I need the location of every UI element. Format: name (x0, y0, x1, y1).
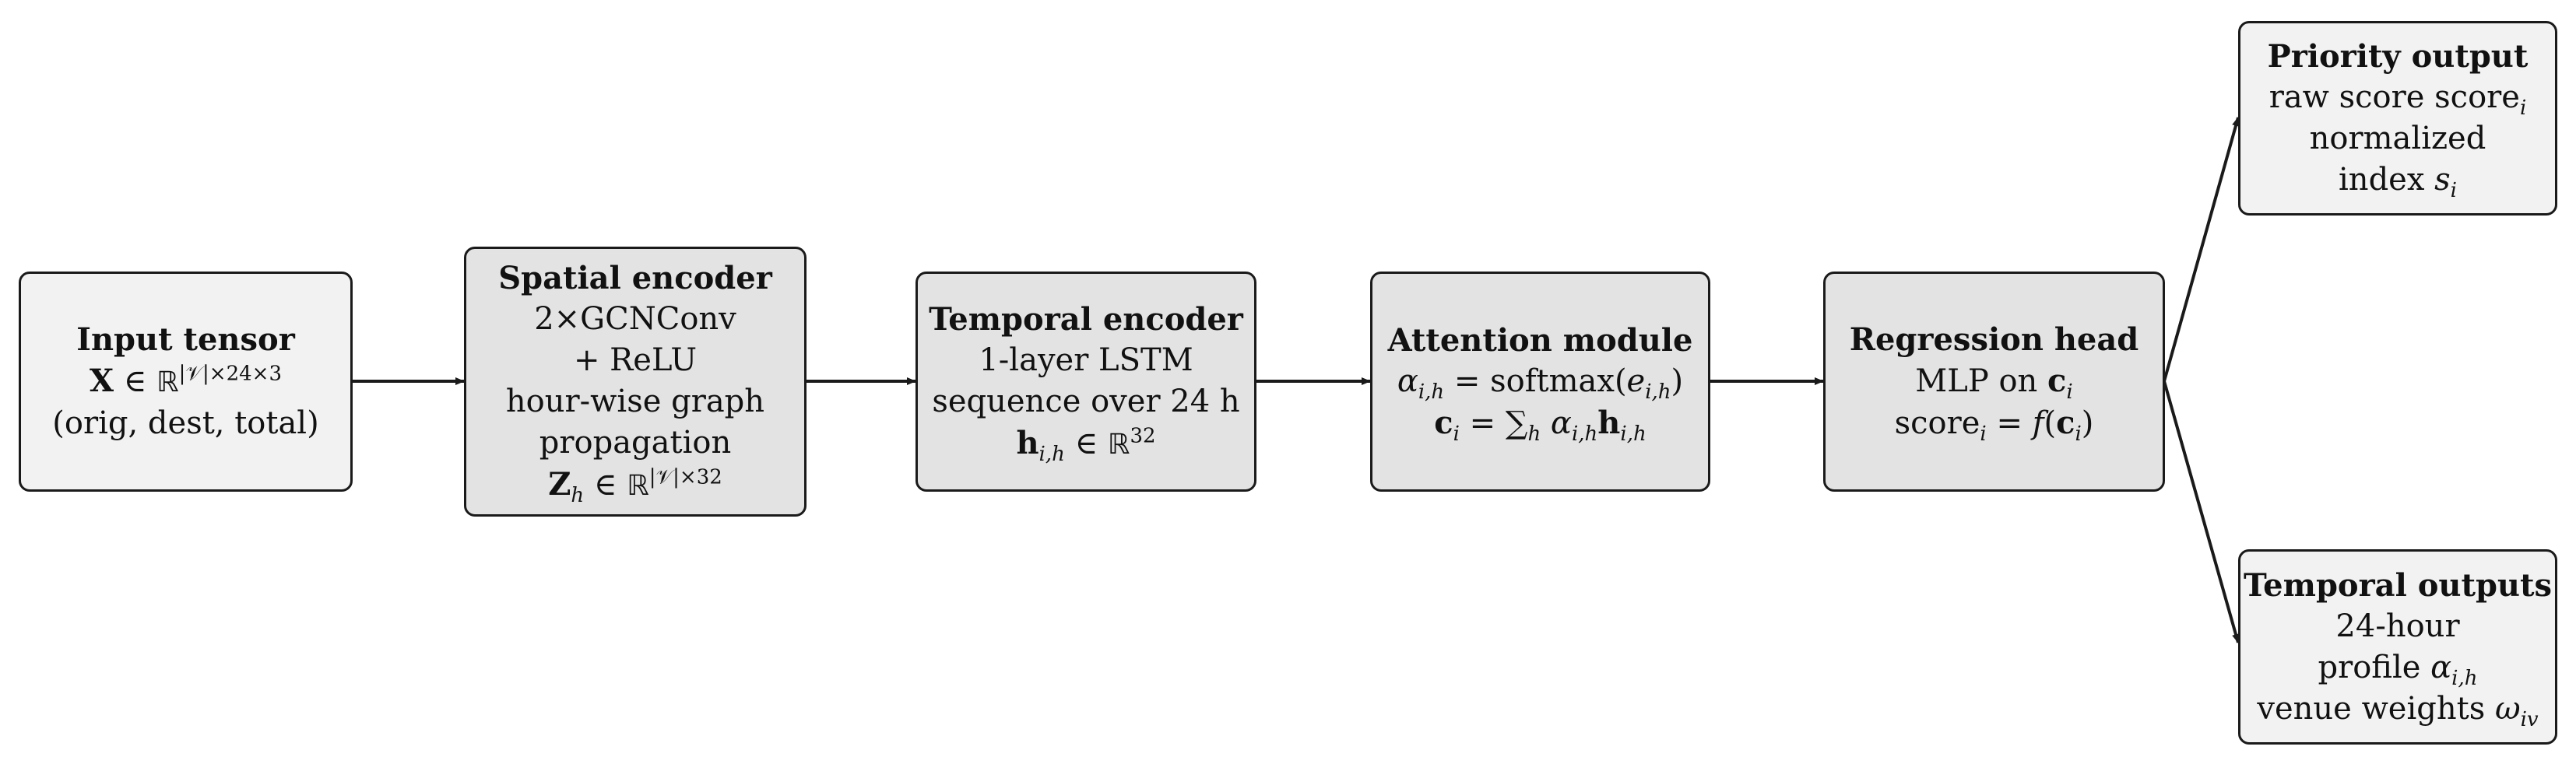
math-subscript: h (571, 483, 585, 507)
math-subscript: i (2066, 380, 2073, 404)
math-subscript: i,h (1418, 380, 1445, 404)
math-subscript: i (1453, 422, 1460, 446)
temporal-out-line-3: venue weights ωiv (2257, 689, 2538, 730)
math-symbol: h (1597, 404, 1621, 441)
math-text: index (2339, 162, 2435, 198)
node-text-line: + ReLU (573, 342, 698, 378)
math-space: ℝ (1107, 428, 1130, 461)
math-symbol: c (1434, 404, 1453, 441)
math-operator: ∈ (1074, 425, 1098, 461)
node-title: Temporal encoder (929, 300, 1243, 338)
math-text: score (1894, 405, 1980, 441)
edge-regression-temporal-out (2163, 380, 2240, 643)
math-symbol: c (2047, 363, 2067, 399)
node-title: Priority output (2267, 38, 2529, 75)
math-symbol: α (1397, 363, 1418, 399)
math-text: = softmax( (1444, 363, 1627, 399)
node-title: Attention module (1387, 321, 1693, 359)
spatial-shape-line: Zh ∈ ℝ|𝒱|×32 (548, 464, 722, 506)
math-subscript: i,h (1571, 422, 1598, 446)
math-symbol: c (2056, 405, 2075, 441)
math-superscript: |𝒱|×24×3 (178, 362, 282, 386)
math-subscript: i (1980, 422, 1987, 446)
math-superscript: |𝒱|×32 (648, 465, 722, 489)
attention-eq-line-1: αi,h = softmax(ei,h) (1397, 361, 1683, 402)
math-superscript: 32 (1130, 424, 1156, 448)
math-symbol: α (1541, 405, 1572, 441)
node-spatial-encoder: Spatial encoder 2×GCNConv + ReLU hour-wi… (464, 247, 807, 517)
math-text: = ∑ (1459, 405, 1528, 441)
math-subscript: i (2519, 96, 2527, 120)
math-subscript: i (2450, 179, 2457, 202)
node-text-line: hour-wise graph (505, 383, 765, 419)
math-text: venue weights (2257, 690, 2495, 727)
math-text: ) (2081, 405, 2094, 441)
priority-line-1: raw score scorei (2269, 77, 2527, 118)
math-symbol: s (2434, 162, 2451, 198)
attention-eq-line-2: ci = ∑h αi,hhi,h (1434, 402, 1646, 444)
math-subscript: i (2075, 422, 2082, 446)
node-text-line: propagation (539, 424, 732, 461)
math-symbol: e (1626, 363, 1646, 399)
math-symbol: α (2430, 649, 2452, 685)
math-space: ℝ (627, 469, 649, 502)
node-text-line: 24-hour (2335, 608, 2460, 644)
node-priority-output: Priority output raw score scorei normali… (2238, 21, 2557, 216)
node-temporal-outputs: Temporal outputs 24-hour profile αi,h ve… (2238, 549, 2557, 745)
math-text: = (1986, 405, 2033, 441)
math-space: ℝ (156, 366, 179, 398)
math-symbol: Z (548, 465, 571, 503)
node-text-line: (orig, dest, total) (52, 405, 319, 441)
math-symbol: f (2032, 405, 2044, 441)
node-title: Regression head (1849, 321, 2139, 358)
edge-regression-priority (2163, 117, 2240, 382)
math-text: ( (2044, 405, 2057, 441)
math-symbol: X (90, 363, 114, 399)
math-subscript: h (1527, 422, 1541, 446)
math-text: profile (2318, 649, 2431, 685)
node-text-line: normalized (2309, 121, 2486, 156)
node-input-tensor: Input tensor X ∈ ℝ|𝒱|×24×3 (orig, dest, … (19, 272, 353, 492)
regression-line-1: MLP on ci (1915, 360, 2072, 402)
math-subscript: i,h (1038, 442, 1065, 466)
math-text: MLP on (1915, 363, 2048, 399)
node-title: Input tensor (76, 321, 295, 358)
math-symbol: h (1016, 424, 1039, 461)
math-text: raw score score (2268, 79, 2520, 115)
node-text-line: sequence over 24 h (932, 383, 1240, 419)
math-subscript: i,h (1620, 422, 1646, 446)
math-subscript: i,h (2451, 666, 2478, 690)
node-title: Spatial encoder (498, 259, 772, 296)
temporal-out-line-2: profile αi,h (2318, 647, 2477, 689)
regression-line-2: scorei = f(ci) (1895, 402, 2094, 444)
node-text-line: 1-layer LSTM (979, 342, 1193, 378)
node-text-line: 2×GCNConv (534, 300, 736, 337)
math-subscript: i,h (1645, 380, 1671, 404)
priority-line-3: index si (2339, 159, 2457, 201)
math-operator: ∈ (123, 363, 147, 399)
math-text: ) (1671, 363, 1684, 399)
math-subscript: iv (2520, 707, 2539, 731)
math-operator: ∈ (593, 466, 617, 503)
node-temporal-encoder: Temporal encoder 1-layer LSTM sequence o… (915, 272, 1256, 492)
temporal-shape-line: hi,h ∈ ℝ32 (1016, 422, 1155, 465)
input-shape-line: X ∈ ℝ|𝒱|×24×3 (90, 360, 282, 403)
math-symbol: ω (2494, 690, 2521, 727)
node-title: Temporal outputs (2244, 566, 2552, 604)
node-attention-module: Attention module αi,h = softmax(ei,h) ci… (1370, 272, 1710, 492)
node-regression-head: Regression head MLP on ci scorei = f(ci) (1823, 272, 2165, 492)
